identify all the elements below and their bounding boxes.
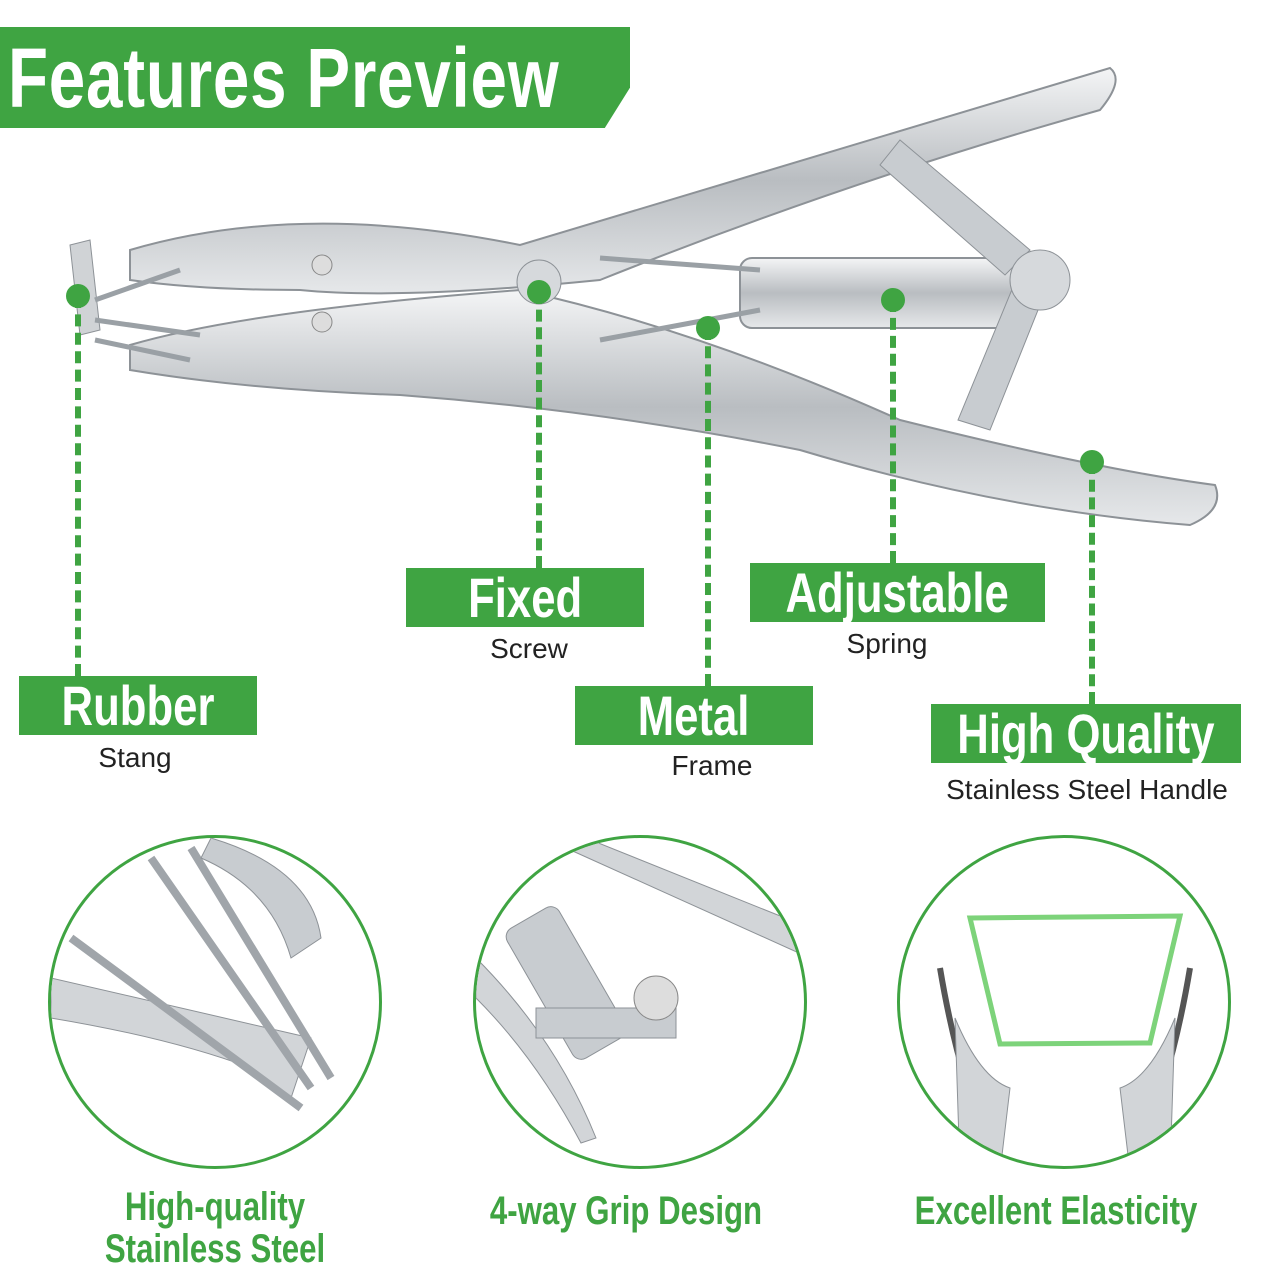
callout-sub: Screw	[490, 633, 568, 664]
callout-dot	[66, 284, 90, 308]
callout-label: Metal	[638, 684, 750, 747]
callout-line	[1089, 462, 1095, 704]
callout-dot	[881, 288, 905, 312]
callout-label: High Quality	[957, 702, 1215, 765]
callout-line	[705, 328, 711, 686]
elastrator-pliers-image	[69, 66, 1219, 527]
callout-metal: Metal	[575, 684, 813, 747]
callout-sub: Stainless Steel Handle	[946, 774, 1228, 805]
callout-line	[890, 300, 896, 563]
callout-sub: Frame	[671, 750, 753, 781]
callout-sub: Stang	[98, 742, 172, 773]
callout-dot	[696, 316, 720, 340]
callout-label: Adjustable	[785, 561, 1010, 624]
callout-label: Fixed	[467, 566, 583, 629]
feature-caption: Excellent Elasticity	[914, 1189, 1198, 1233]
callout-dot	[527, 280, 551, 304]
callout-sub: Spring	[846, 628, 928, 659]
callout-fixed: Fixed	[406, 566, 644, 629]
detail-grip-design	[473, 835, 807, 1169]
callout-adjustable: Adjustable	[750, 561, 1045, 624]
callout-high-quality: High Quality	[931, 702, 1241, 765]
title-banner: Features Preview	[0, 27, 630, 128]
callout-dot	[1080, 450, 1104, 474]
detail-elasticity	[897, 835, 1231, 1169]
page-title: Features Preview	[8, 31, 560, 125]
feature-caption: 4-way Grip Design	[489, 1189, 763, 1233]
callout-label: Rubber	[61, 674, 215, 737]
callout-rubber: Rubber	[19, 674, 257, 737]
callout-line	[536, 292, 542, 568]
callout-line	[75, 296, 81, 676]
detail-stainless-steel	[48, 835, 382, 1169]
